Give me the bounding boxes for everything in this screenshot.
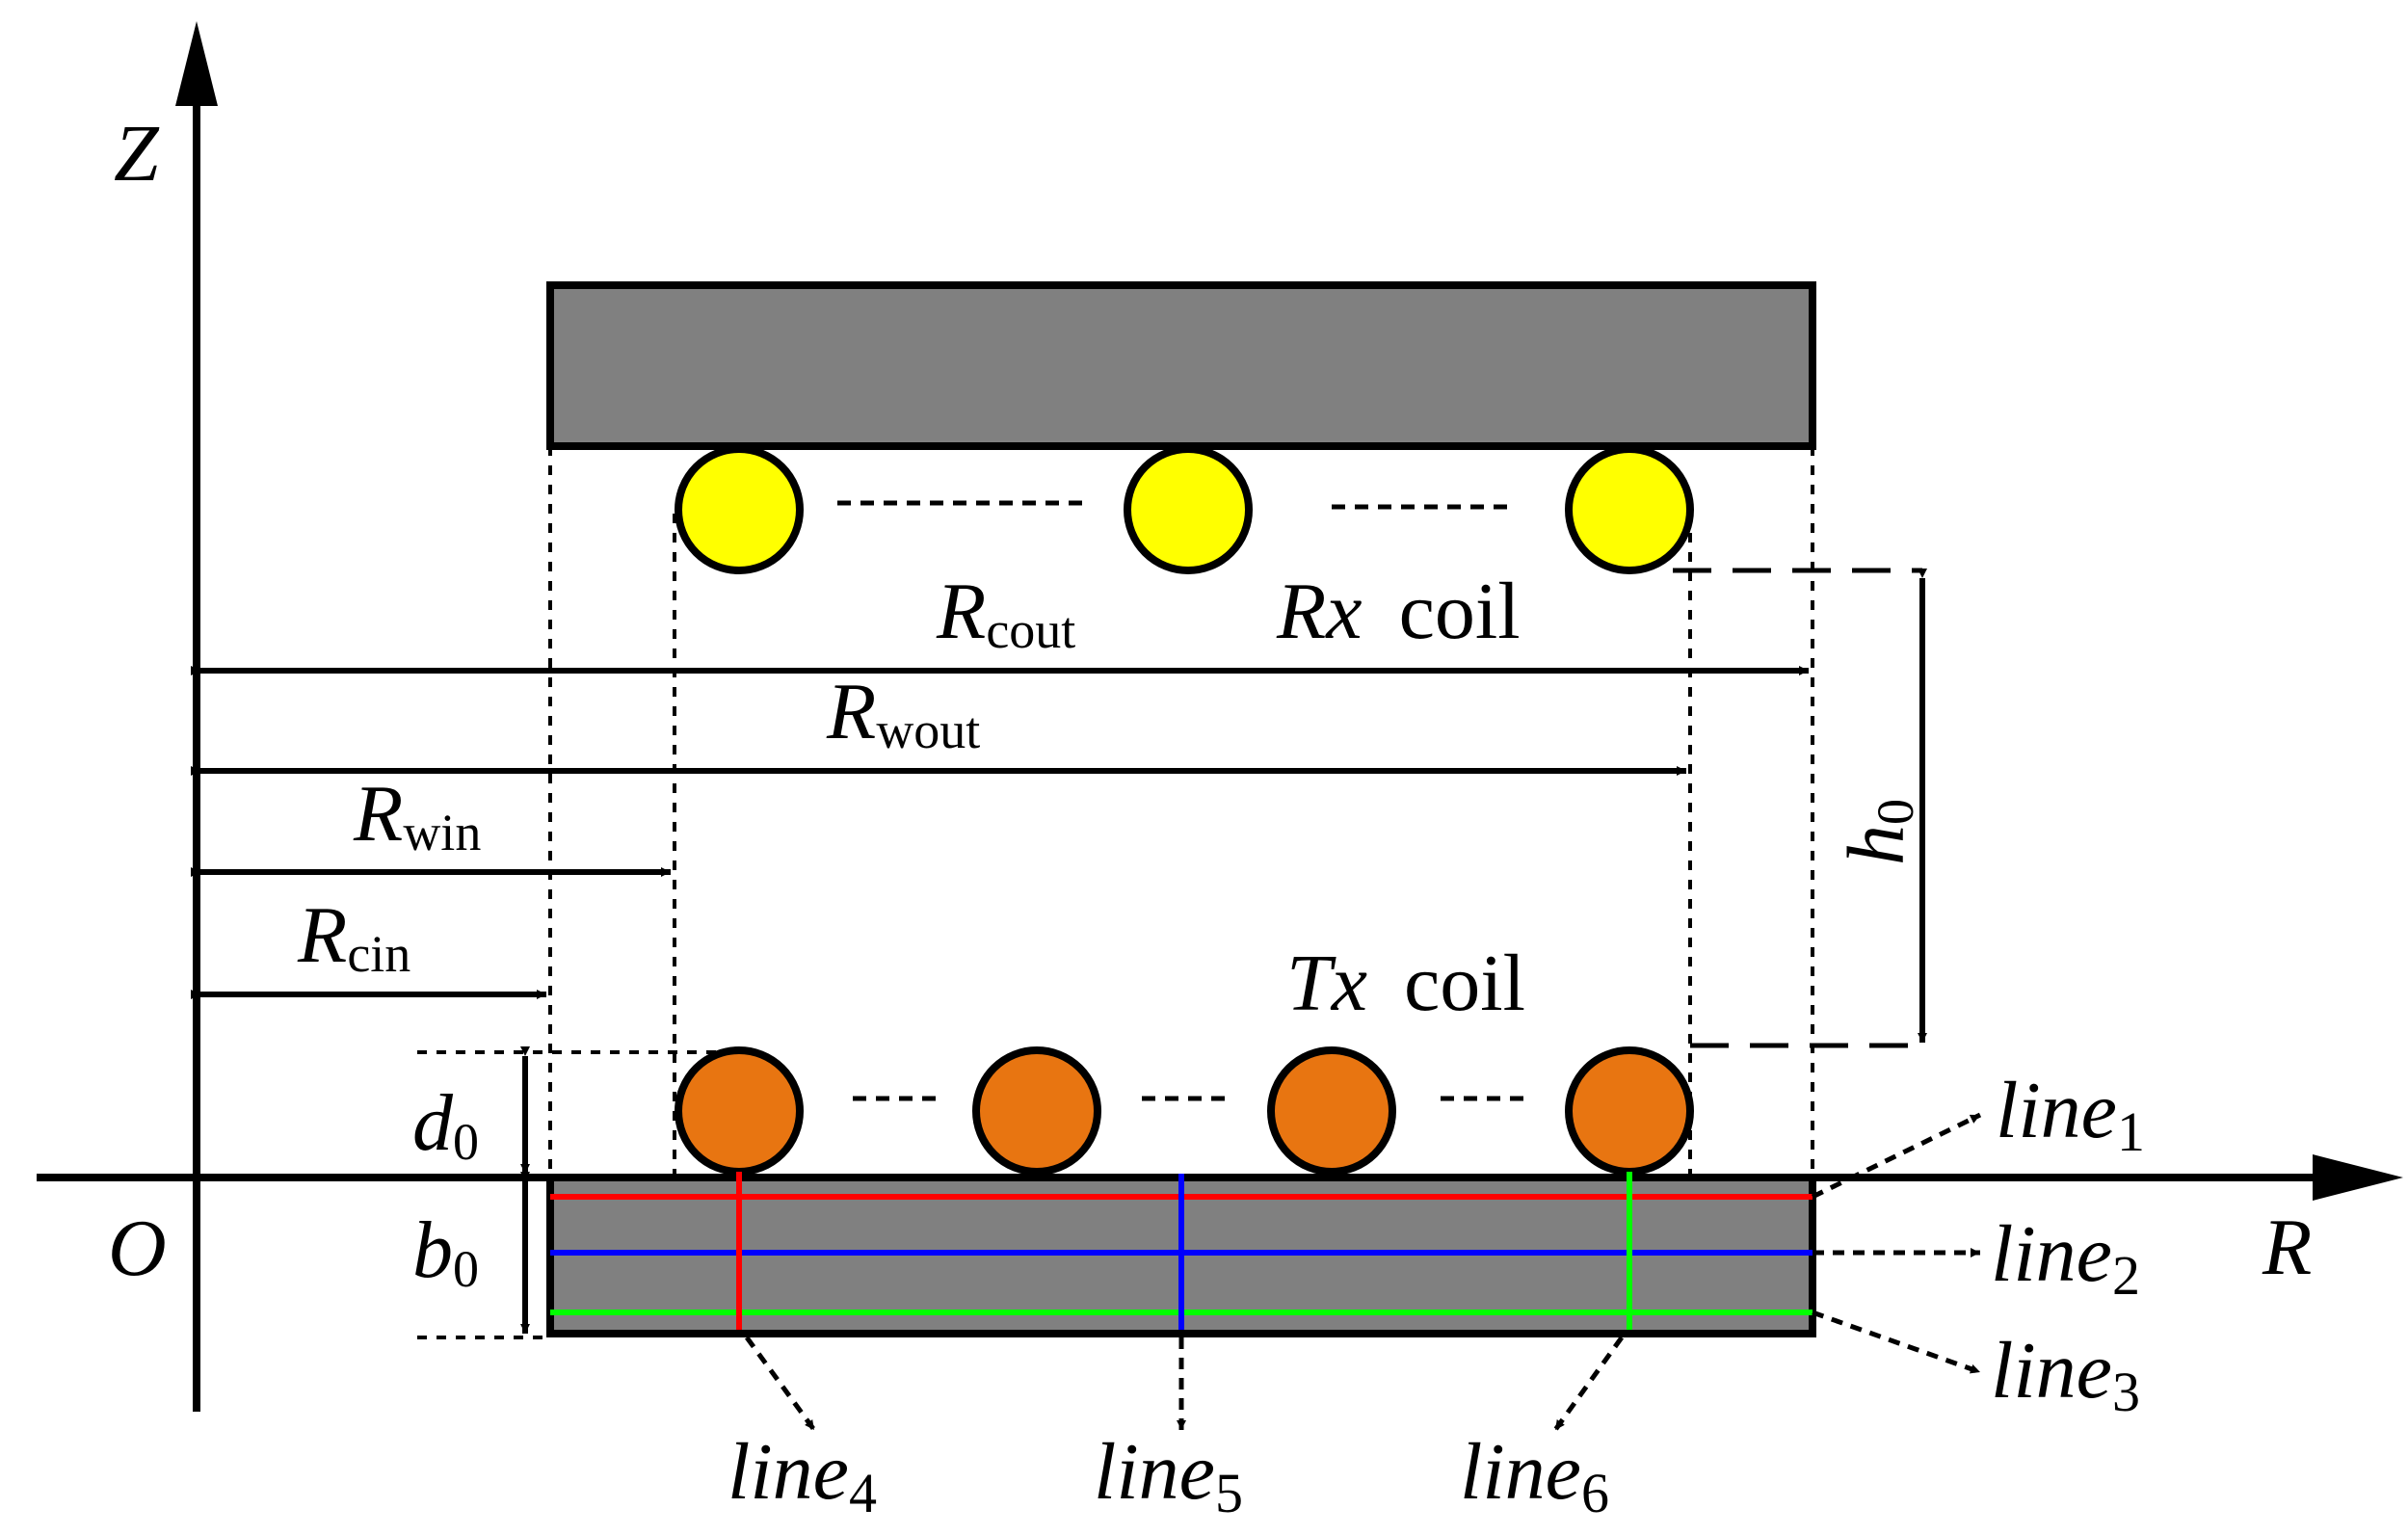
tx-winding	[1267, 1046, 1396, 1176]
rx-winding	[1565, 445, 1694, 574]
b0-label: b0	[412, 1205, 479, 1298]
tx-winding	[675, 1046, 804, 1176]
h0-extension-lines	[1673, 568, 1922, 1048]
line4-label: line4	[728, 1427, 877, 1524]
z-axis-label: Z	[114, 109, 160, 198]
h0-label: h0	[1832, 799, 1924, 865]
r-wout-label: Rwout	[826, 667, 980, 759]
line6-label: line6	[1460, 1427, 1609, 1524]
tx-winding	[972, 1046, 1101, 1176]
line1-label: line1	[1996, 1066, 2145, 1163]
r-win-label: Rwin	[353, 769, 481, 861]
r-cout-label: Rcout	[936, 567, 1075, 659]
top-ferrite-plate	[546, 281, 1816, 450]
tx-coil	[675, 1046, 1694, 1176]
z-axis	[175, 21, 218, 1412]
r-cin-label: Rcin	[297, 890, 410, 983]
line5-label: line5	[1094, 1427, 1243, 1524]
origin-label: O	[108, 1204, 167, 1293]
r-axis-label: R	[2262, 1203, 2312, 1292]
d0-label: d0	[412, 1078, 479, 1171]
line-pointers	[744, 1112, 1982, 1432]
line3-label: line3	[1991, 1326, 2140, 1423]
tx-winding	[1565, 1046, 1694, 1176]
rx-winding	[675, 445, 804, 574]
rx-coil	[675, 445, 1694, 574]
line2-label: line2	[1991, 1209, 2140, 1307]
dimension-arrows	[191, 569, 1927, 1334]
rx-winding	[1124, 445, 1253, 574]
probe-lines	[550, 1172, 1813, 1330]
